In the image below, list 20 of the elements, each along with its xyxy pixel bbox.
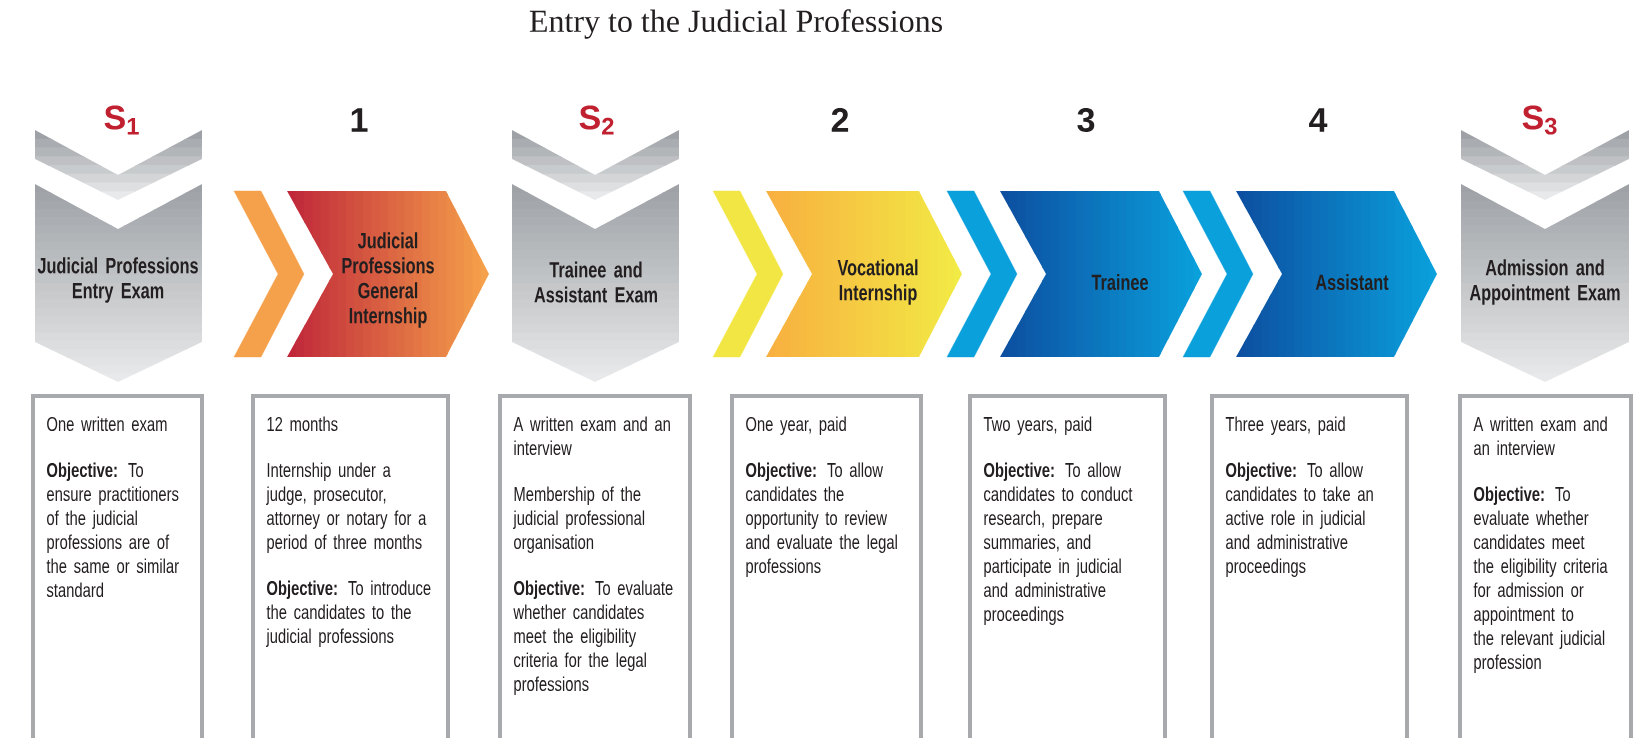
stage-banner: Judicial Professions General Internship xyxy=(287,191,489,357)
step-number: 3 xyxy=(1077,107,1095,133)
chevron-arrow xyxy=(946,190,1018,358)
description-box: One written exam Objective: To ensure practitioners of the judicial professions are of the same or similar standard xyxy=(31,394,204,738)
description-box: Three years, paid Objective: To allow candidates to take an active role in judicial and administrative proceedings xyxy=(1210,394,1409,738)
stage-banner: Assistant xyxy=(1236,191,1437,357)
chevron-arrow xyxy=(233,190,305,358)
step-number: 4 xyxy=(1309,108,1328,132)
description-box: A written exam and an interview Objective: To evaluate whether candidates meet the eligibility criteria for admission or appointment to the relevant judicial profession xyxy=(1458,394,1633,738)
description-box: A written exam and an interview Membership of the judicial professional organisation Objective: To evaluate whether candidates meet the eligibility criteria for the legal professions xyxy=(498,394,692,738)
stage-banner: Vocational Internship xyxy=(766,191,962,357)
stage-banner: Trainee xyxy=(1000,191,1202,357)
chevron-arrow xyxy=(1182,190,1254,358)
step-number: 1 xyxy=(351,108,368,132)
title: Entry to the Judicial Professions xyxy=(529,9,942,39)
description-box: 12 months Internship under a judge, prosecutor, attorney or notary for a period of three months Objective: To introduce the candidates to the judicial professions xyxy=(251,394,450,738)
step-number: 2 xyxy=(831,108,849,132)
description-box: Two years, paid Objective: To allow candidates to conduct research, prepare summaries, and participate in judicial and administrative proceedings xyxy=(968,394,1167,738)
chevron-arrow xyxy=(712,190,784,358)
description-box: One year, paid Objective: To allow candidates the opportunity to review and evaluate the legal professions xyxy=(730,394,923,738)
